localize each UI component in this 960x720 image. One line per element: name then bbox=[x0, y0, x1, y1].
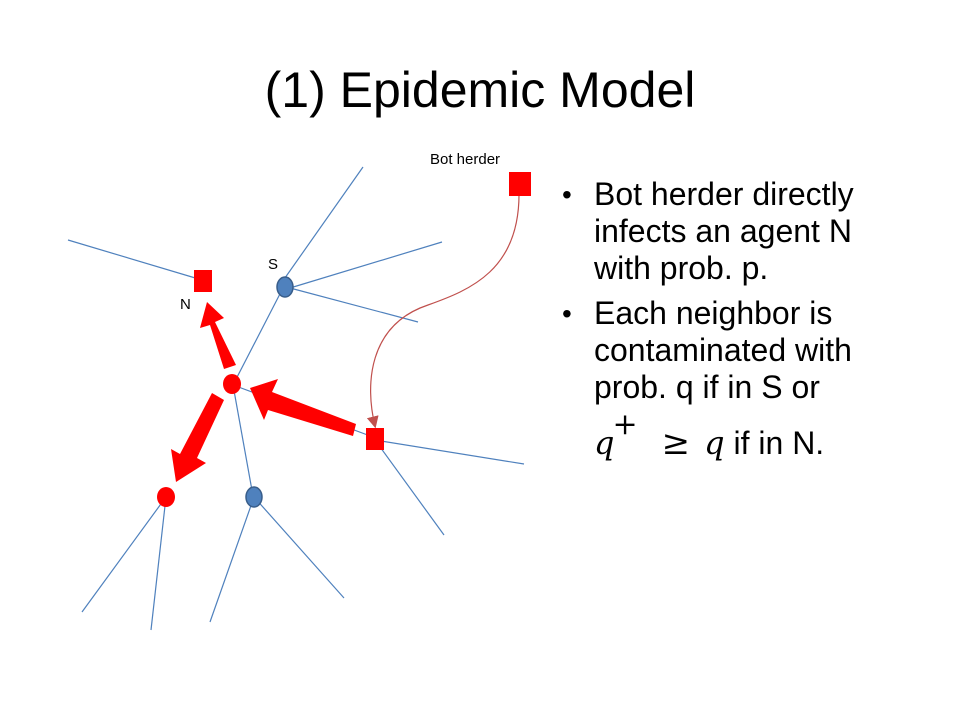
bot-herder-infection-link bbox=[366, 191, 520, 429]
edge bbox=[232, 287, 284, 386]
edge bbox=[150, 496, 167, 631]
edge bbox=[81, 496, 167, 613]
bullet-list: • Bot herder directly infects an agent N… bbox=[558, 176, 888, 470]
network-edges bbox=[67, 166, 525, 631]
edge bbox=[374, 439, 525, 465]
node-n bbox=[194, 270, 212, 292]
bullet-text: Each neighbor is contaminated with prob.… bbox=[594, 295, 852, 405]
math-q-plus: q+ bbox=[594, 407, 638, 462]
math-geq: ≥ bbox=[661, 423, 691, 463]
edge bbox=[232, 384, 254, 497]
arrow-down-left bbox=[171, 393, 224, 482]
arrow-from-node bbox=[250, 379, 356, 436]
bullet-text-end: if in N. bbox=[733, 425, 825, 461]
edge bbox=[374, 439, 445, 536]
edge bbox=[67, 239, 203, 281]
bullet-text: Bot herder directly infects an agent N w… bbox=[594, 176, 854, 286]
node-s bbox=[276, 276, 294, 298]
edge bbox=[289, 241, 443, 289]
susceptible-lower-node bbox=[245, 486, 263, 508]
infected-lower-node bbox=[157, 487, 175, 507]
bullet-dot: • bbox=[562, 298, 572, 329]
infection-arrows bbox=[171, 302, 356, 482]
slide-title: (1) Epidemic Model bbox=[264, 62, 696, 118]
bot-herder-label: Bot herder bbox=[430, 151, 501, 168]
bullet-item: • Each neighbor is contaminated with pro… bbox=[558, 295, 888, 462]
edge bbox=[289, 287, 419, 323]
n-label: N bbox=[180, 296, 191, 313]
edge bbox=[253, 496, 345, 599]
infected-square-node bbox=[366, 428, 384, 450]
infected-center-node bbox=[223, 374, 241, 394]
bot-herder-node bbox=[509, 172, 531, 196]
bullet-dot: • bbox=[562, 179, 572, 210]
bullet-item: • Bot herder directly infects an agent N… bbox=[558, 176, 888, 287]
math-q: q bbox=[704, 424, 725, 462]
edge bbox=[209, 496, 255, 623]
s-label: S bbox=[268, 256, 279, 273]
arrow-to-n bbox=[200, 302, 236, 369]
edge bbox=[279, 166, 364, 286]
